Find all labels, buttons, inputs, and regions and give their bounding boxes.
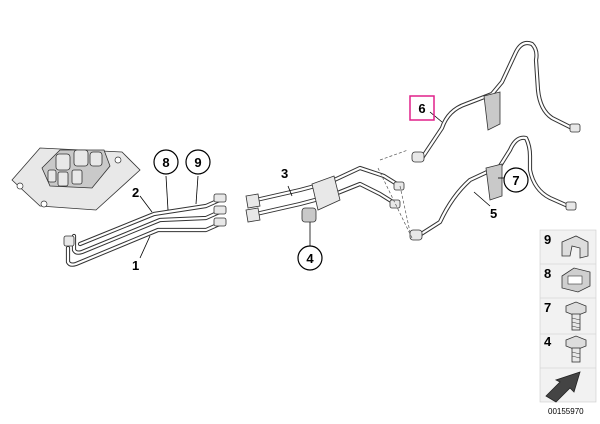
svg-text:5: 5: [490, 206, 497, 221]
legend-item-8[interactable]: 8: [544, 266, 591, 293]
svg-text:1: 1: [132, 258, 139, 273]
svg-text:3: 3: [281, 166, 288, 181]
callout-1[interactable]: 1: [132, 258, 139, 273]
highlight-box: [409, 95, 435, 121]
svg-text:6: 6: [418, 101, 425, 116]
valve-block: [11, 147, 141, 211]
legend-item-9[interactable]: 9: [544, 232, 589, 259]
svg-text:00155970: 00155970: [548, 407, 584, 416]
callout-6[interactable]: 6: [409, 95, 435, 121]
legend-item-4[interactable]: 4: [544, 334, 587, 363]
legend-panel: 9 8 7 4: [539, 229, 597, 403]
callout-5[interactable]: 5: [490, 206, 497, 221]
svg-text:7: 7: [544, 300, 551, 315]
svg-text:9: 9: [544, 232, 551, 247]
svg-text:8: 8: [544, 266, 551, 281]
pipe-group-middle: [245, 165, 405, 223]
hex-bolt-short-icon: [565, 335, 587, 363]
rubber-grommet-icon: [561, 235, 589, 259]
svg-text:7: 7: [512, 173, 519, 188]
callout-3[interactable]: 3: [281, 166, 288, 181]
svg-text:8: 8: [162, 155, 169, 170]
pipe-group-right: [409, 40, 581, 241]
svg-text:2: 2: [132, 185, 139, 200]
diagram-id-label: 00155970: [548, 407, 584, 416]
callout-2[interactable]: 2: [132, 185, 139, 200]
callout-7[interactable]: 7: [503, 167, 529, 193]
svg-text:4: 4: [306, 251, 314, 266]
legend-item-7[interactable]: 7: [544, 300, 587, 331]
direction-arrow-icon: [545, 371, 581, 403]
svg-text:9: 9: [194, 155, 201, 170]
pipe-group-left: [63, 193, 227, 267]
hex-bolt-icon: [565, 301, 587, 331]
legend-item-arrow[interactable]: [545, 371, 581, 403]
callout-9[interactable]: 9: [185, 149, 211, 175]
svg-text:4: 4: [544, 334, 552, 349]
callout-8[interactable]: 8: [153, 149, 179, 175]
callout-4[interactable]: 4: [297, 245, 323, 271]
